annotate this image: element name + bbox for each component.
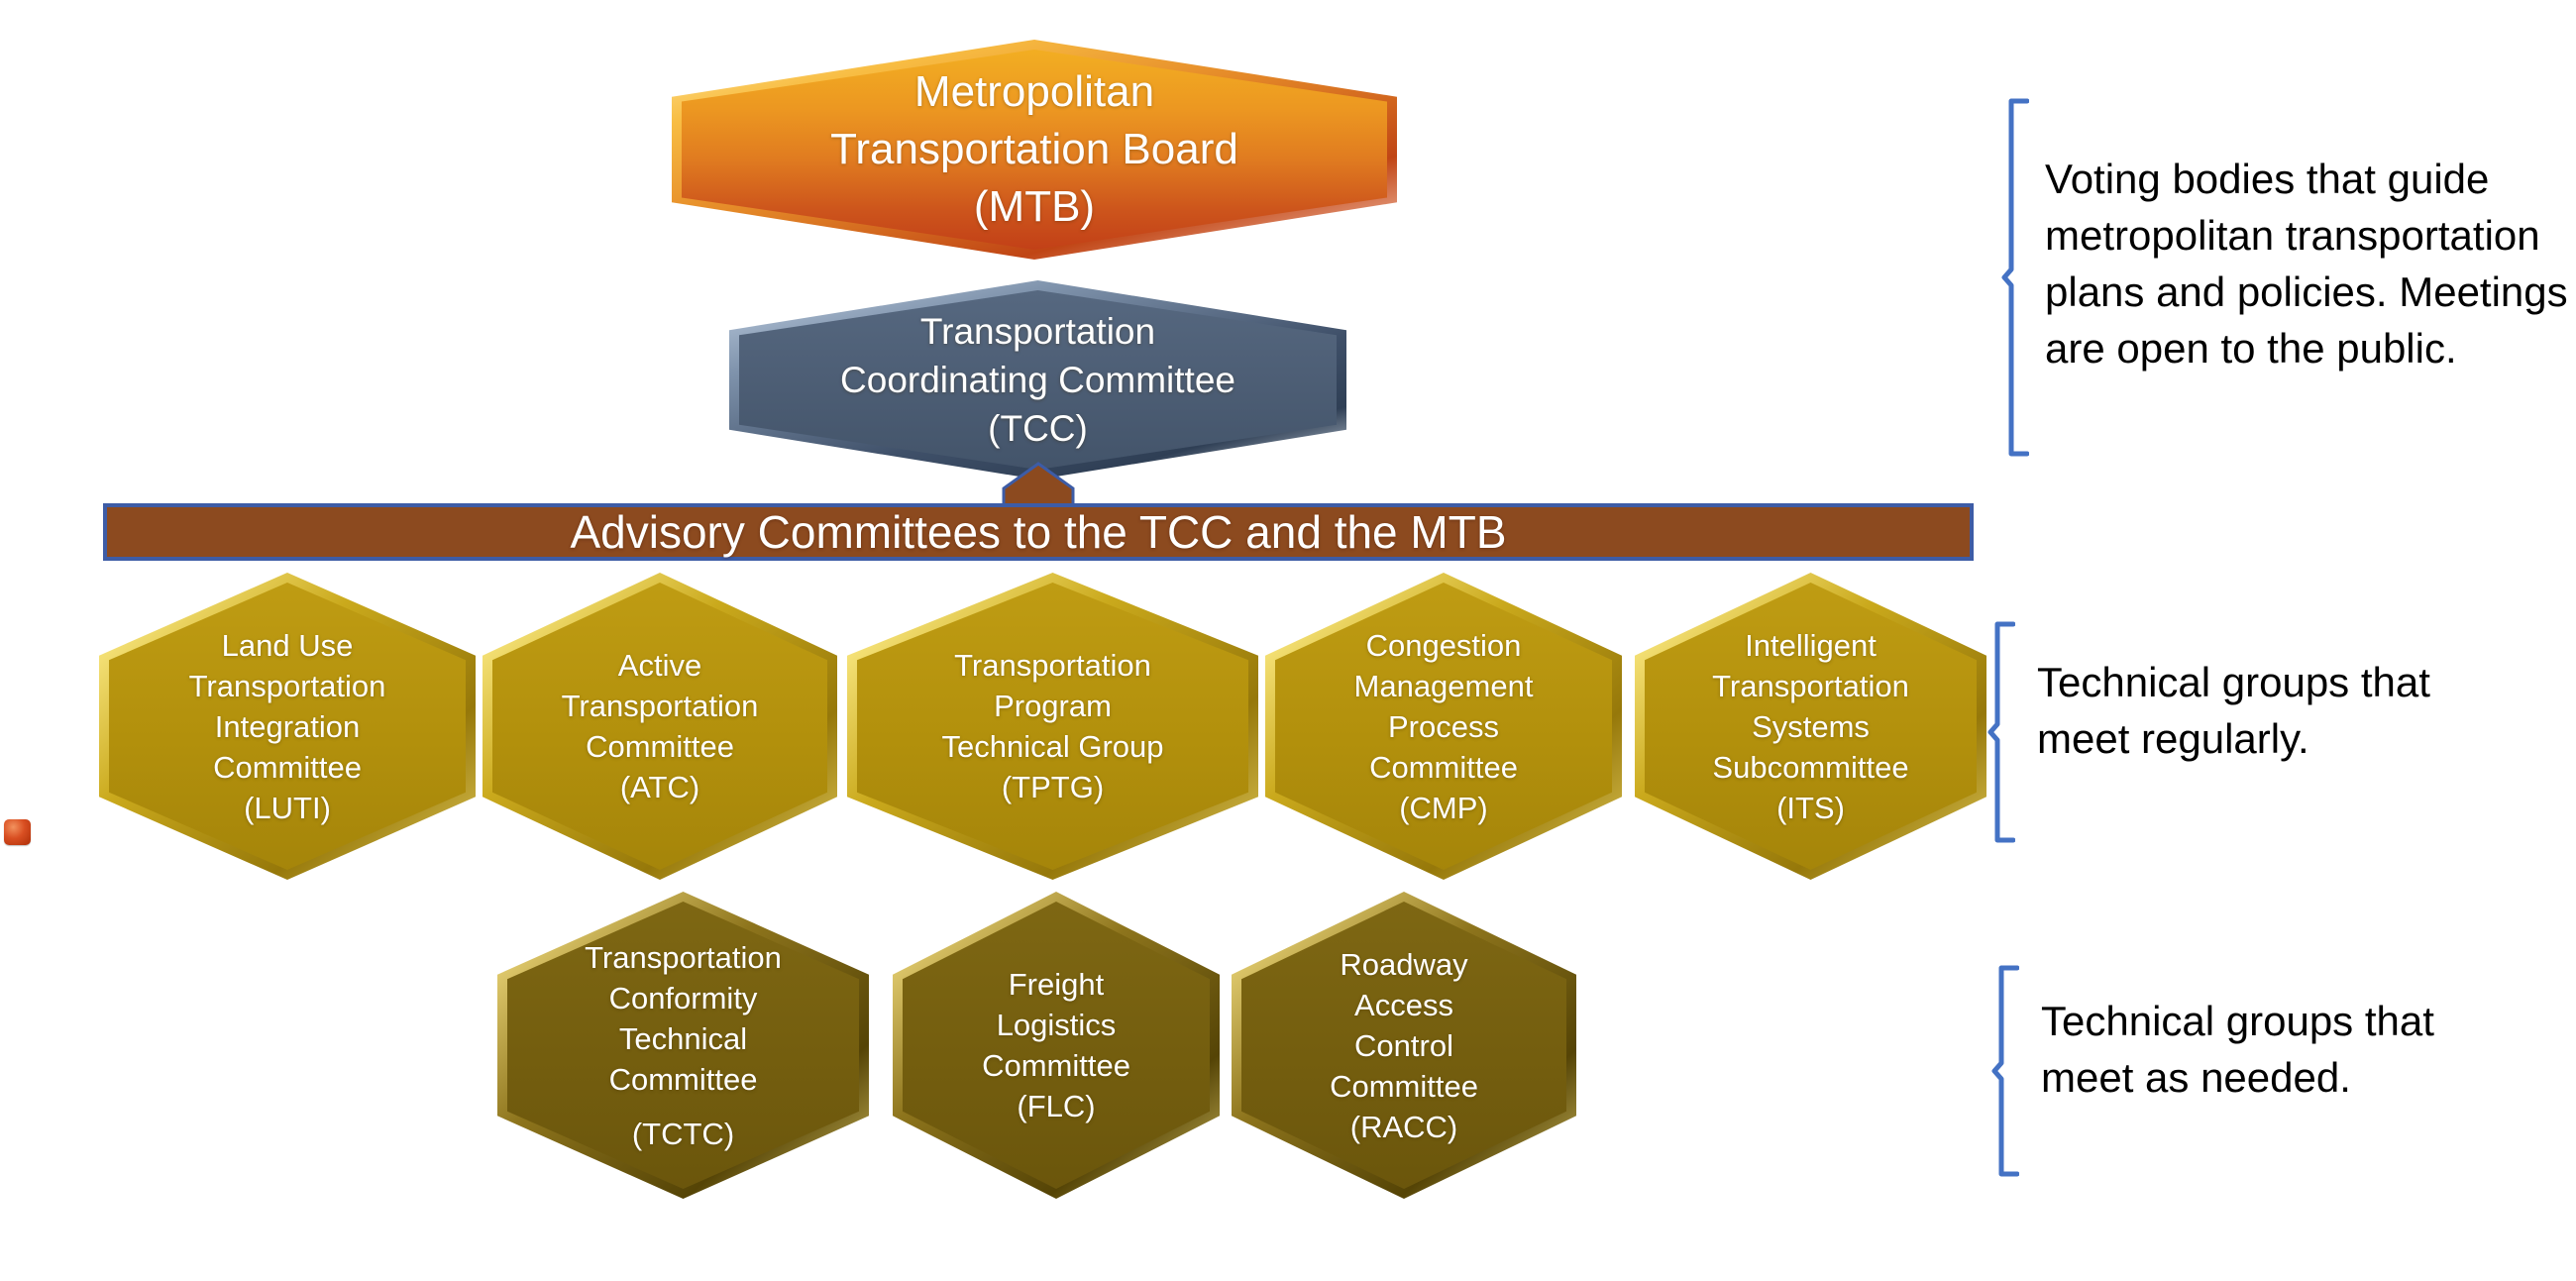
text-line: Active	[617, 648, 702, 683]
text-line: Management	[1353, 668, 1534, 703]
text-line: Transportation	[585, 939, 782, 975]
hexagon-its: Intelligent Transportation Systems Subco…	[1635, 573, 1986, 880]
hexagon-flc: Freight Logistics Committee (FLC)	[893, 892, 1220, 1199]
hexagon-atc: Active Transportation Committee (ATC)	[483, 573, 837, 880]
text-line: Transportation	[954, 648, 1151, 683]
text-line: Metropolitan	[913, 67, 1155, 116]
text-line: (FLC)	[1017, 1089, 1096, 1123]
text-line: (LUTI)	[244, 790, 331, 825]
hexagon-racc: Roadway Access Control Committee (RACC)	[1232, 892, 1576, 1199]
text-line: Congestion	[1365, 627, 1522, 663]
hexagon-face: Land Use Transportation Integration Comm…	[109, 583, 466, 870]
text-line: Voting bodies that guide	[2045, 156, 2490, 202]
bracket-icon-voting	[2001, 98, 2029, 457]
text-line: are open to the public.	[2045, 325, 2457, 372]
hexagon-face: Transportation Program Technical Group (…	[857, 583, 1248, 870]
text-line: Transportation	[188, 668, 386, 703]
text-line: Control	[1354, 1027, 1453, 1063]
red-marker-icon	[4, 819, 31, 845]
text-line: Freight	[1008, 967, 1105, 1002]
text-line: Transportation	[1712, 668, 1909, 703]
advisory-banner: Advisory Committees to the TCC and the M…	[103, 503, 1974, 561]
text-line: plans and policies. Meetings	[2045, 268, 2568, 315]
advisory-banner-label: Advisory Committees to the TCC and the M…	[570, 506, 1507, 558]
hexagon-mtb: Metropolitan Transportation Board (MTB)	[672, 40, 1397, 260]
text-line: Intelligent	[1745, 627, 1877, 663]
text-line: Roadway	[1340, 946, 1468, 982]
connector-arrow-icon	[1002, 462, 1075, 507]
text-line: Process	[1388, 708, 1499, 744]
text-line: (ITS)	[1776, 790, 1845, 825]
text-line: Integration	[214, 708, 361, 744]
text-line: Technical Group	[941, 729, 1164, 764]
text-line: Technical	[618, 1020, 748, 1056]
text-line: Committee	[608, 1061, 758, 1097]
hexagon-tcc: Transportation Coordinating Committee (T…	[729, 280, 1346, 480]
hexagon-cmp: Congestion Management Process Committee …	[1265, 573, 1622, 880]
text-line: metropolitan transportation	[2045, 212, 2540, 259]
annotation-meet-as-needed: Technical groups that meet as needed.	[2041, 993, 2434, 1106]
text-line: Technical groups that	[2037, 659, 2430, 705]
text-line: Logistics	[996, 1008, 1117, 1042]
text-line: Committee	[586, 729, 734, 764]
hexagon-tctc: Transportation Conformity Technical Comm…	[497, 892, 869, 1199]
hexagon-face: Transportation Conformity Technical Comm…	[507, 902, 859, 1189]
text-line: Technical groups that	[2041, 998, 2434, 1044]
text-line: Conformity	[608, 980, 758, 1015]
text-line: (RACC)	[1349, 1109, 1458, 1144]
text-line: meet as needed.	[2041, 1054, 2351, 1101]
hexagon-tptg: Transportation Program Technical Group (…	[847, 573, 1258, 880]
text-line: (CMP)	[1399, 790, 1488, 825]
annotation-voting-bodies: Voting bodies that guide metropolitan tr…	[2045, 151, 2568, 376]
bracket-icon-regular	[1987, 621, 2015, 843]
text-line: Committee	[1330, 1068, 1478, 1104]
hexagon-face: Roadway Access Control Committee (RACC)	[1241, 902, 1566, 1189]
text-line: Transportation Board	[830, 125, 1238, 173]
text-line: Access	[1354, 987, 1453, 1022]
text-line: Committee	[213, 749, 362, 785]
text-line: (TPTG)	[1001, 770, 1105, 804]
text-line: Committee	[982, 1048, 1130, 1083]
hexagon-face: Intelligent Transportation Systems Subco…	[1645, 583, 1977, 870]
text-line: Transportation	[561, 689, 759, 723]
text-line: Transportation	[919, 311, 1156, 352]
text-line: (TCC)	[988, 408, 1088, 449]
text-line: Land Use	[221, 627, 354, 663]
text-line: Systems	[1752, 708, 1870, 744]
text-line: Program	[994, 689, 1112, 723]
text-line: (TCTC)	[631, 1116, 735, 1151]
text-line: (MTB)	[973, 182, 1096, 231]
hexagon-face: Freight Logistics Committee (FLC)	[903, 902, 1210, 1189]
text-line: meet regularly.	[2037, 715, 2309, 762]
bracket-icon-as-needed	[1991, 965, 2019, 1177]
text-line: (ATC)	[619, 770, 700, 804]
text-line: Committee	[1369, 749, 1518, 785]
hexagon-face: Active Transportation Committee (ATC)	[492, 583, 827, 870]
annotation-meet-regularly: Technical groups that meet regularly.	[2037, 654, 2430, 767]
hexagon-luti: Land Use Transportation Integration Comm…	[99, 573, 476, 880]
hexagon-face: Congestion Management Process Committee …	[1275, 583, 1612, 870]
text-line: Coordinating Committee	[840, 360, 1235, 400]
text-line: Subcommittee	[1712, 749, 1909, 785]
